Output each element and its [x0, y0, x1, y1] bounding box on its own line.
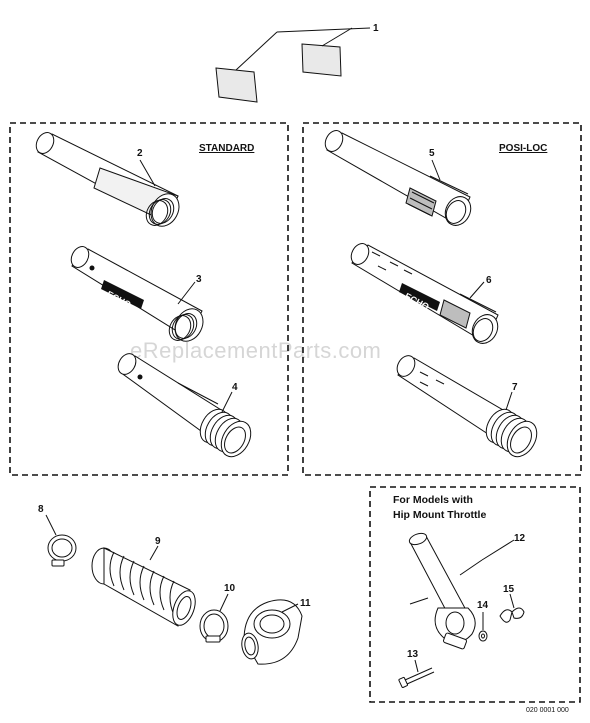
callout-8: 8 [38, 504, 44, 515]
callout-5: 5 [429, 148, 435, 159]
hip-mount-note-line1: For Models with [393, 494, 473, 506]
wing-nut-part-15 [499, 593, 525, 623]
tube-part-2 [35, 132, 180, 227]
decal-right [301, 43, 342, 77]
posi-loc-section-title: POSI-LOC [499, 143, 547, 154]
callout-15: 15 [503, 584, 515, 595]
callout-3: 3 [196, 274, 202, 285]
tube-part-5 [324, 130, 472, 226]
posi-loc-section-frame [302, 122, 582, 476]
tube-part-7 [396, 355, 538, 458]
tube-part-6: ECHO [350, 243, 499, 344]
callout-12: 12 [514, 533, 526, 544]
callout-13: 13 [407, 649, 419, 660]
callout-14: 14 [477, 600, 489, 611]
washer-part-14 [478, 612, 488, 642]
watermark: eReplacementParts.com [130, 338, 381, 363]
callout-2: 2 [137, 148, 143, 159]
hip-mount-note-line2: Hip Mount Throttle [393, 509, 486, 521]
standard-section-frame [9, 122, 289, 476]
callout-11: 11 [300, 598, 311, 609]
elbow-adapter-part-11 [241, 599, 303, 665]
hip-mount-section-frame [369, 486, 581, 703]
callout-1: 1 [373, 23, 379, 34]
clamp-part-10 [199, 593, 229, 643]
bellows-part-9 [91, 545, 196, 627]
clamp-part-8 [45, 514, 77, 567]
decal-pair-part-1 [215, 27, 371, 103]
figure-code: 020 0001 000 [526, 707, 569, 714]
throttle-bracket-part-12 [408, 532, 515, 650]
bolt-part-13 [398, 659, 435, 688]
callout-10: 10 [224, 583, 236, 594]
callout-4: 4 [232, 382, 238, 393]
decal-left [215, 67, 258, 103]
standard-section-title: STANDARD [199, 143, 254, 154]
callout-6: 6 [486, 275, 492, 286]
callout-9: 9 [155, 536, 161, 547]
callout-7: 7 [512, 382, 518, 393]
tube-part-4 [117, 353, 252, 458]
tube-part-3: ECHO [70, 246, 204, 342]
